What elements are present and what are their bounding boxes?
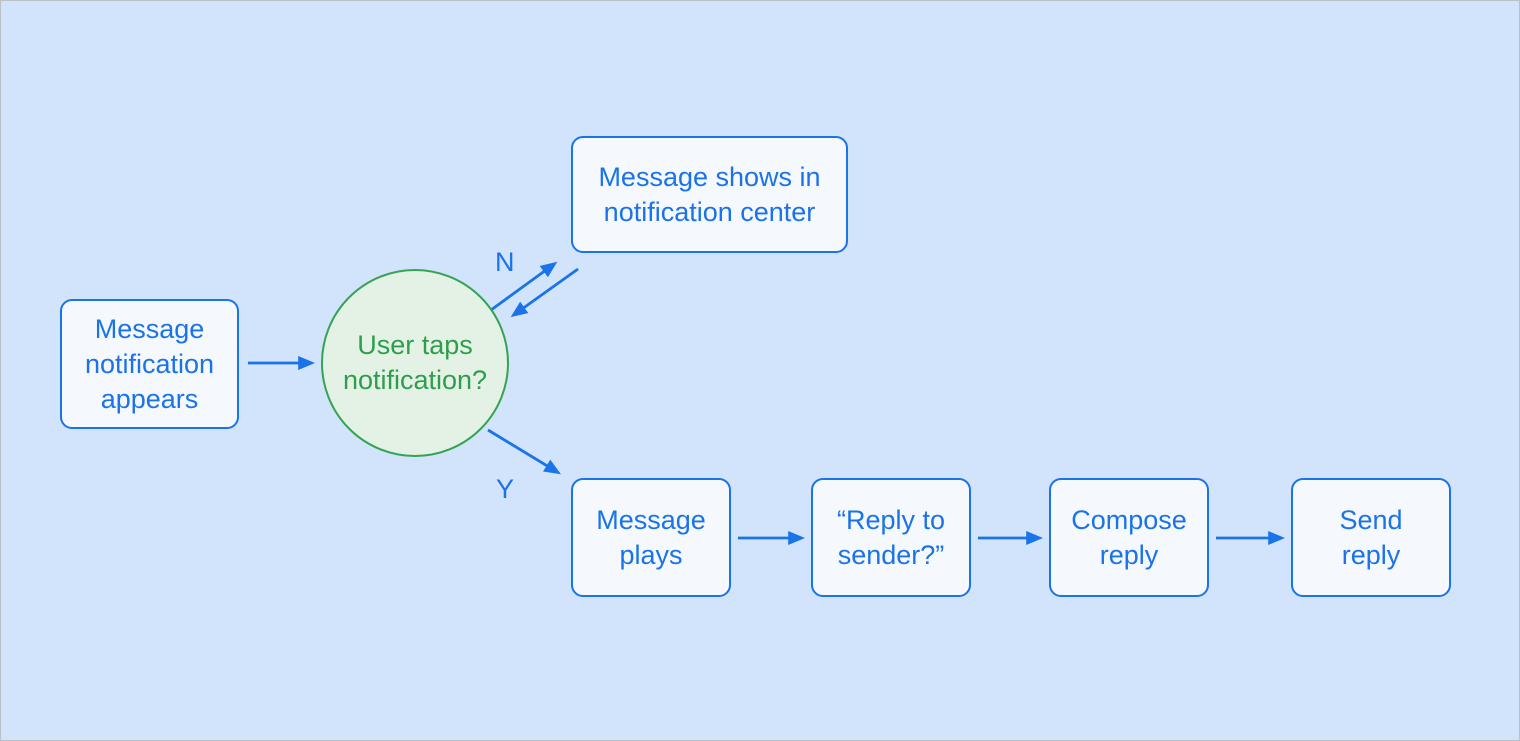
branch-label-yes: Y: [496, 474, 515, 504]
arrow-decision-to-message-plays: [487, 428, 561, 475]
node-reply-to-sender: “Reply to sender?”: [811, 478, 971, 597]
arrow-notification-center-to-decision: [510, 267, 579, 318]
node-compose-reply: Compose reply: [1049, 478, 1209, 597]
arrow-decision-to-notification-center: [490, 261, 558, 312]
node-message-shows-in-notification-center: Message shows in notification center: [571, 136, 848, 253]
node-send-reply: Send reply: [1291, 478, 1451, 597]
node-decision-user-taps-notification: User taps notification?: [321, 269, 509, 457]
node-message-plays: Message plays: [571, 478, 731, 597]
node-message-notification-appears: Message notification appears: [60, 299, 239, 429]
branch-label-no: N: [495, 247, 515, 277]
